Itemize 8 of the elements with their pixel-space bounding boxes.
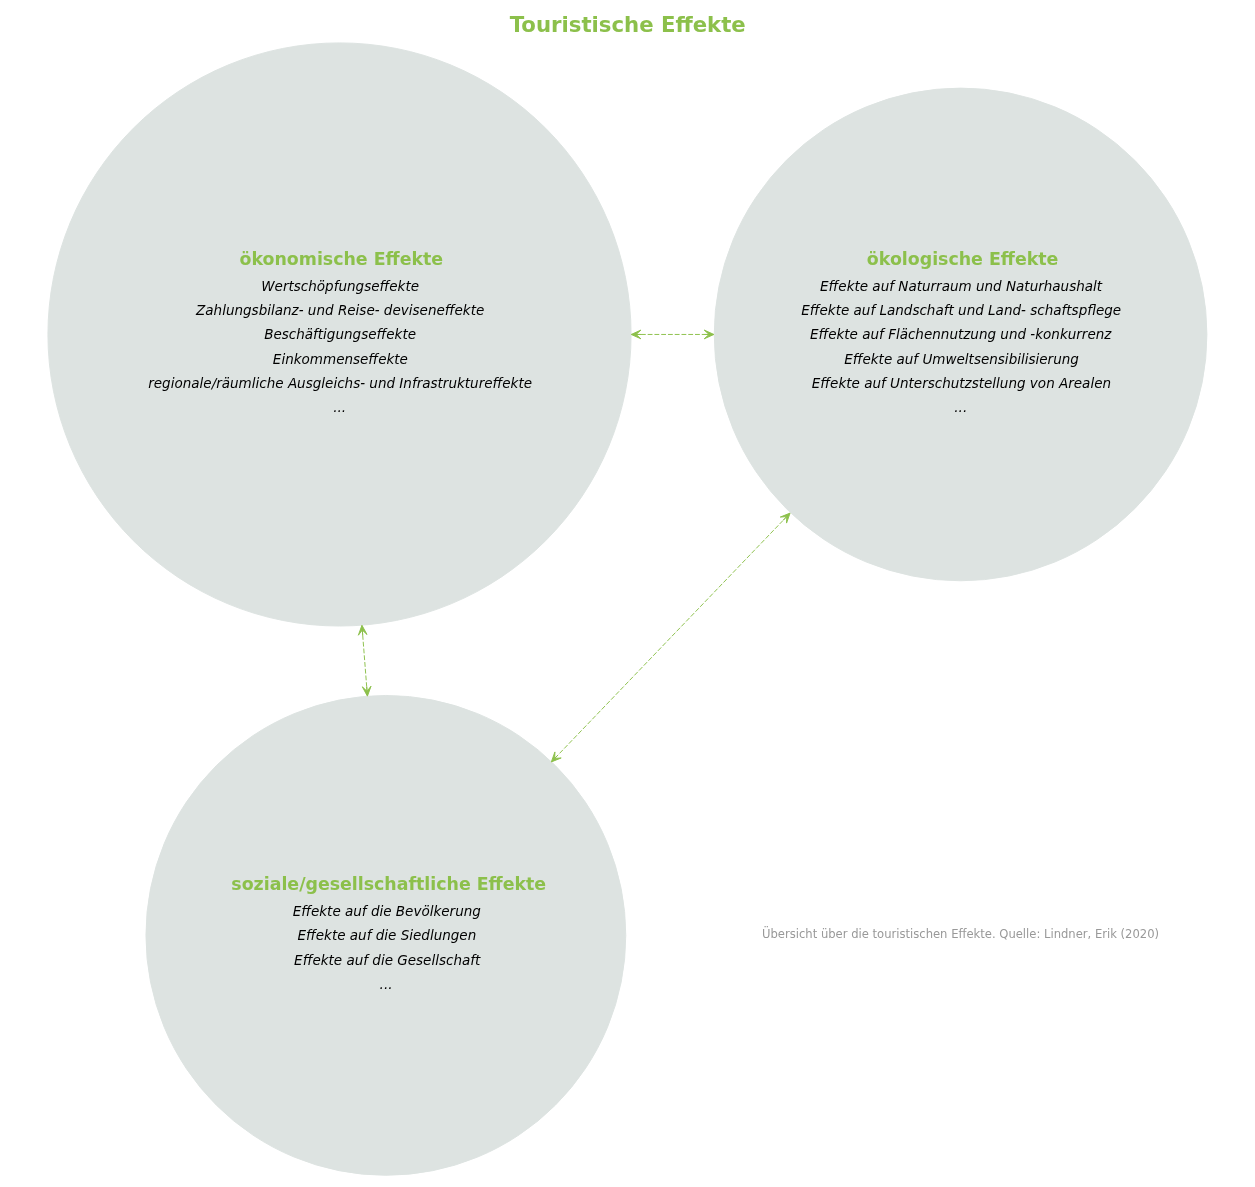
- node-circle: soziale/gesellschaftliche Effekte Effekte auf die Bevölkerung Effekte auf die Siedlungen Effekte auf die Gesellschaft ...: [145, 694, 627, 1176]
- caption: Übersicht über die touristischen Effekte. Quelle: Lindner, Erik (2020): [762, 927, 1160, 942]
- node-circle: ökonomische Effekte Wertschöpfungseffekte Zahlungsbilanz- und Reise- deviseneffekte Beschäftigungseffekte Einkommenseffekte regionale/räumliche Ausgleichs- und Infrastruktureffekte ...: [47, 42, 632, 627]
- node-circle: ökologische Effekte Effekte auf Naturraum und Naturhaushalt Effekte auf Landschaft und Land- schaftspflege Effekte auf Flächennutzung und -konkurrenz Effekte auf Umweltsensibilisierung Effekte auf Unterschutzstellung von Arealen ...: [713, 87, 1208, 582]
- arrow: [550, 512, 791, 763]
- arrow: [357, 624, 372, 697]
- diagram-title: Touristische Effekte: [509, 11, 746, 37]
- arrow: [630, 329, 715, 340]
